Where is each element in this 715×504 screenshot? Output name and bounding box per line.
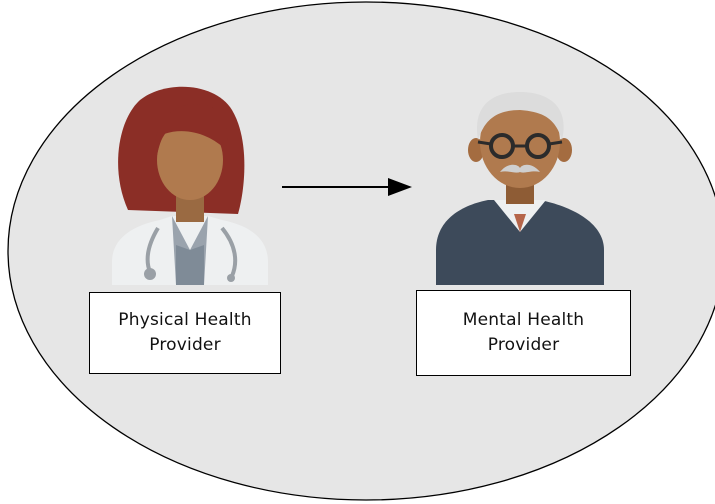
mental-health-provider-text: Mental Health Provider [462,310,585,355]
physical-health-provider-label: Physical Health Provider [89,292,281,374]
flow-arrow [282,178,412,196]
female-doctor-icon [112,86,268,285]
mental-health-provider-label: Mental Health Provider [416,290,631,376]
elderly-man-icon [436,92,604,285]
physical-health-provider-text: Physical Health Provider [118,310,252,355]
